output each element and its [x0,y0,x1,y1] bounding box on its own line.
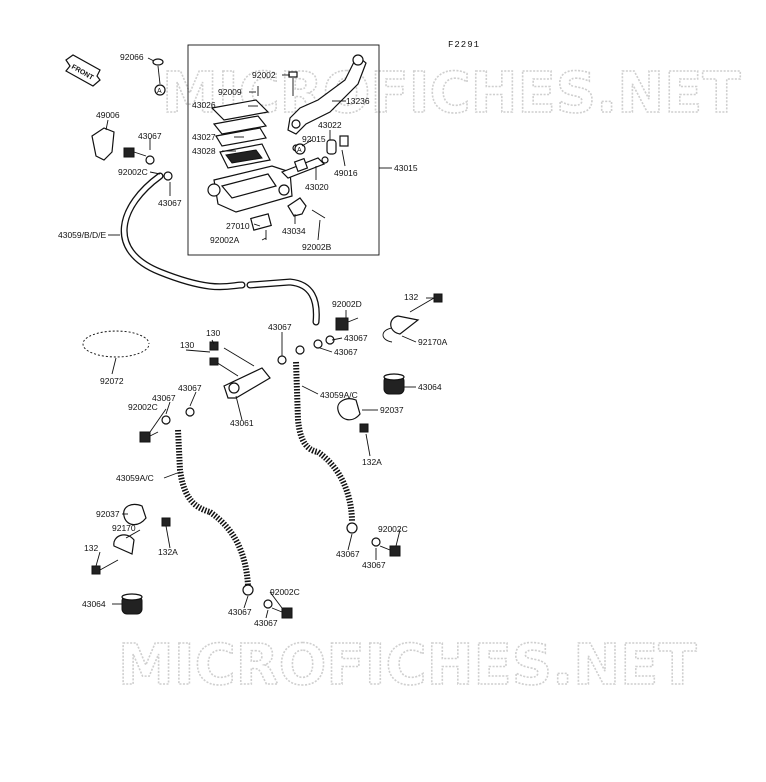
label-49016: 49016 [334,168,358,178]
figure-code: F2291 [448,40,480,50]
watermark-top: MICROFICHES.NET [162,61,741,126]
label-92009: 92009 [218,87,242,97]
handlebar-clamp [287,197,307,217]
label-132a-b: 132A [362,457,382,467]
label-43067-h: 43067 [336,549,360,559]
label-43020: 43020 [305,182,329,192]
watermark-bottom: MICROFICHES.NET [118,633,697,698]
label-43022: 43022 [318,120,342,130]
label-43067-i: 43067 [362,560,386,570]
label-92002d: 92002D [332,299,362,309]
hose-43059ac-left [175,429,254,596]
label-43059ac-a: 43059A/C [320,390,358,400]
label-43061: 43061 [230,418,254,428]
reservoir-cap-stack [210,99,271,169]
label-92002c-b: 92002C [128,402,158,412]
label-130-a: 130 [206,328,220,338]
ref-marker-a-top: A [157,88,162,95]
label-43026: 43026 [192,100,216,110]
label-92170a: 92170A [418,337,448,347]
label-43059ac-b: 43059A/C [116,473,154,483]
label-92170: 92170 [112,523,136,533]
label-49006: 49006 [96,110,120,120]
label-43067-e: 43067 [268,322,292,332]
label-92002c-d: 92002C [270,587,300,597]
label-92072: 92072 [100,376,124,386]
brake-lever [287,57,367,135]
label-43067-j: 43067 [228,607,252,617]
label-43028: 43028 [192,146,216,156]
label-43067-k: 43067 [254,618,278,628]
hose-ring-92072 [81,329,151,359]
label-27010: 27010 [226,221,250,231]
hose-43059ac-right [293,361,358,534]
label-92066: 92066 [120,52,144,62]
label-130-b: 130 [180,340,194,350]
label-92002c-c: 92002C [378,524,408,534]
master-cylinder-body [207,165,293,213]
clamp-assembly-right [337,293,443,433]
label-43027: 43027 [192,132,216,142]
label-92002: 92002 [252,70,276,80]
label-43064-a: 43064 [418,382,442,392]
piston-kit-43020 [280,156,329,179]
clamp-assembly-left [91,503,171,615]
label-43067-a: 43067 [138,131,162,141]
label-92002a: 92002A [210,235,240,245]
label-43059bde: 43059/B/D/E [58,230,107,240]
part-labels: 92066 49006 43067 92002C 43067 43059/B/D… [58,52,448,628]
brake-joint-43061 [209,341,271,399]
assembly-box-43015 [187,44,380,256]
banjo-boot-49006 [91,127,115,161]
label-132-a: 132 [404,292,418,302]
label-92015: 92015 [302,134,326,144]
brake-switch [250,213,272,231]
label-43067-c: 43067 [344,333,368,343]
label-132-b: 132 [84,543,98,553]
label-92037-a: 92037 [380,405,404,415]
label-43067-b: 43067 [158,198,182,208]
label-43034: 43034 [282,226,306,236]
hose-43059-bde [120,172,320,326]
label-92002b: 92002B [302,242,332,252]
label-132a-c: 132A [158,547,178,557]
label-13236: 13236 [346,96,370,106]
label-43067-d: 43067 [334,347,358,357]
label-43067-g: 43067 [152,393,176,403]
label-43064-b: 43064 [82,599,106,609]
label-43067-f: 43067 [178,383,202,393]
label-92002c-a: 92002C [118,167,148,177]
leader-lines [95,57,434,619]
ref-marker-a-body: A [297,147,302,154]
label-43015: 43015 [394,163,418,173]
front-arrow-icon: FRONT [65,54,101,87]
label-92037-b: 92037 [96,509,120,519]
